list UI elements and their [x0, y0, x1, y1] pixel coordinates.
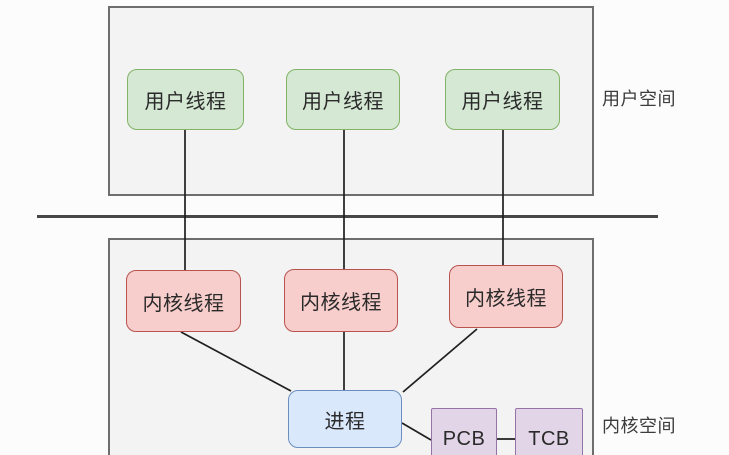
user-thread-label-2: 用户线程 — [302, 91, 384, 113]
kernel-thread-node-1: 内核线程 — [126, 270, 241, 332]
user-thread-node-2: 用户线程 — [286, 69, 400, 130]
edge-process-pcb — [401, 422, 432, 441]
user-thread-node-1: 用户线程 — [127, 69, 244, 130]
kernel-thread-node-2: 内核线程 — [284, 269, 398, 332]
kernel-thread-label-2: 内核线程 — [300, 292, 382, 314]
pcb-node: PCB — [431, 408, 497, 455]
kernel-space-label: 内核空间 — [602, 416, 676, 436]
tcb-node: TCB — [515, 408, 583, 455]
user-thread-label-1: 用户线程 — [144, 91, 227, 113]
pcb-label: PCB — [442, 427, 486, 450]
user-thread-label-3: 用户线程 — [461, 91, 544, 113]
kernel-thread-label-1: 内核线程 — [142, 292, 225, 315]
space-divider-line — [37, 215, 658, 218]
edge-kernel-thread-1-process — [180, 331, 292, 392]
edge-kernel-thread-3-process — [402, 328, 478, 393]
user-thread-node-3: 用户线程 — [445, 69, 560, 130]
kernel-thread-node-3: 内核线程 — [449, 265, 563, 328]
tcb-label: TCB — [528, 427, 570, 450]
user-space-label: 用户空间 — [602, 89, 676, 109]
kernel-thread-label-3: 内核线程 — [465, 288, 547, 310]
process-label: 进程 — [324, 410, 366, 433]
process-node: 进程 — [288, 390, 402, 448]
